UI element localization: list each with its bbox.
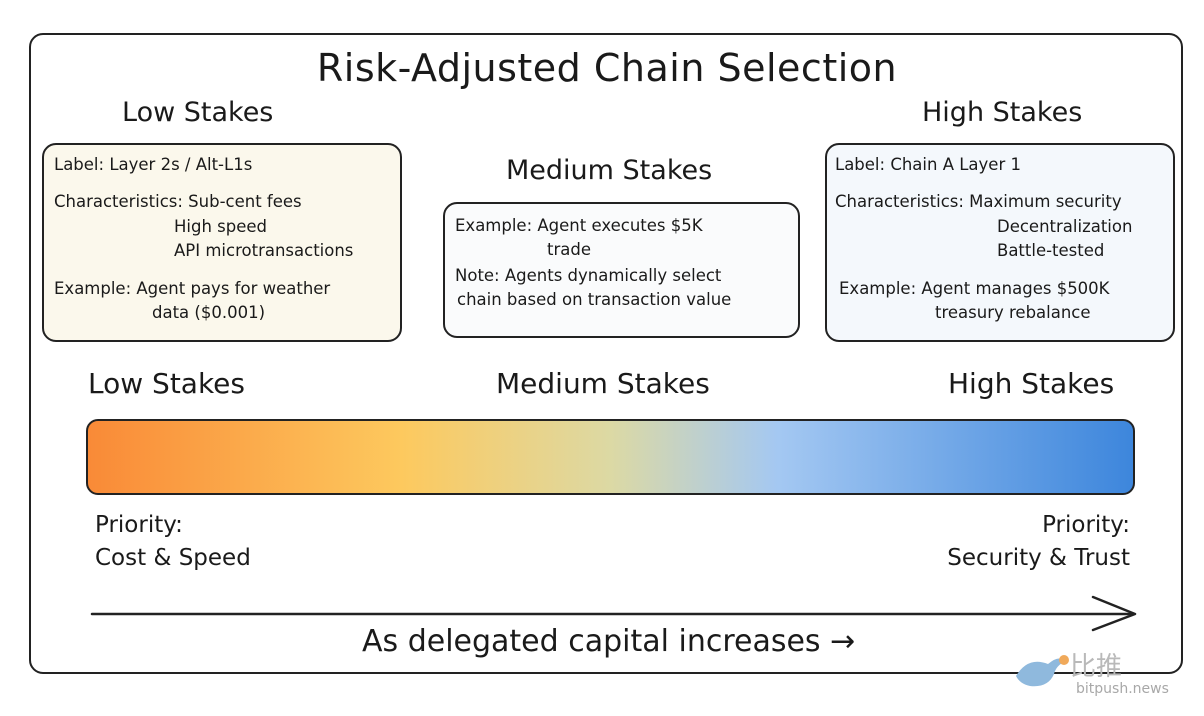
bitpush-bird-logo [1016,655,1069,687]
medium-example-2: trade [547,240,591,259]
low-characteristics-3: API microtransactions [174,241,354,260]
high-label: Label: Chain A Layer 1 [835,155,1021,174]
diagram-title: Risk-Adjusted Chain Selection [316,46,898,90]
scale-high-label: High Stakes [948,367,1115,400]
low-stakes-card: Label: Layer 2s / Alt-L1s Characteristic… [42,143,402,342]
priority-low-value: Cost & Speed [95,545,251,571]
scale-medium-label: Medium Stakes [496,367,710,400]
low-label: Label: Layer 2s / Alt-L1s [54,155,253,174]
low-characteristics-1: Characteristics: Sub-cent fees [54,192,302,211]
priority-high-heading: Priority: [1042,512,1130,538]
medium-stakes-card: Example: Agent executes $5K trade Note: … [443,202,800,338]
high-characteristics-1: Characteristics: Maximum security [835,192,1122,211]
priority-high-value: Security & Trust [947,545,1130,571]
high-stakes-heading: High Stakes [922,97,1083,128]
watermark-cn-text: 比推 [1070,652,1123,682]
high-characteristics-3: Battle-tested [997,241,1105,260]
medium-stakes-heading: Medium Stakes [506,155,713,186]
low-characteristics-2: High speed [174,217,268,236]
high-stakes-card: Label: Chain A Layer 1 Characteristics: … [825,143,1175,342]
capital-arrow-head [1091,595,1137,632]
high-characteristics-2: Decentralization [997,217,1133,236]
medium-note-2: chain based on transaction value [457,290,732,309]
high-example-1: Example: Agent manages $500K [839,279,1110,298]
medium-note-1: Note: Agents dynamically select [455,266,722,285]
stakes-gradient-bar [86,419,1135,495]
low-example-1: Example: Agent pays for weather [54,279,331,298]
priority-high: Priority: Security & Trust [910,509,1130,575]
high-example-2: treasury rebalance [935,303,1091,322]
low-stakes-heading: Low Stakes [122,97,274,128]
low-example-2: data ($0.001) [152,303,266,322]
medium-example-1: Example: Agent executes $5K [455,216,703,235]
priority-low-heading: Priority: [95,512,183,538]
capital-caption: As delegated capital increases → [362,624,856,659]
diagram-frame [29,33,1183,674]
scale-low-label: Low Stakes [88,367,245,400]
watermark-url: bitpush.news [1076,681,1169,697]
priority-low: Priority: Cost & Speed [95,509,251,575]
